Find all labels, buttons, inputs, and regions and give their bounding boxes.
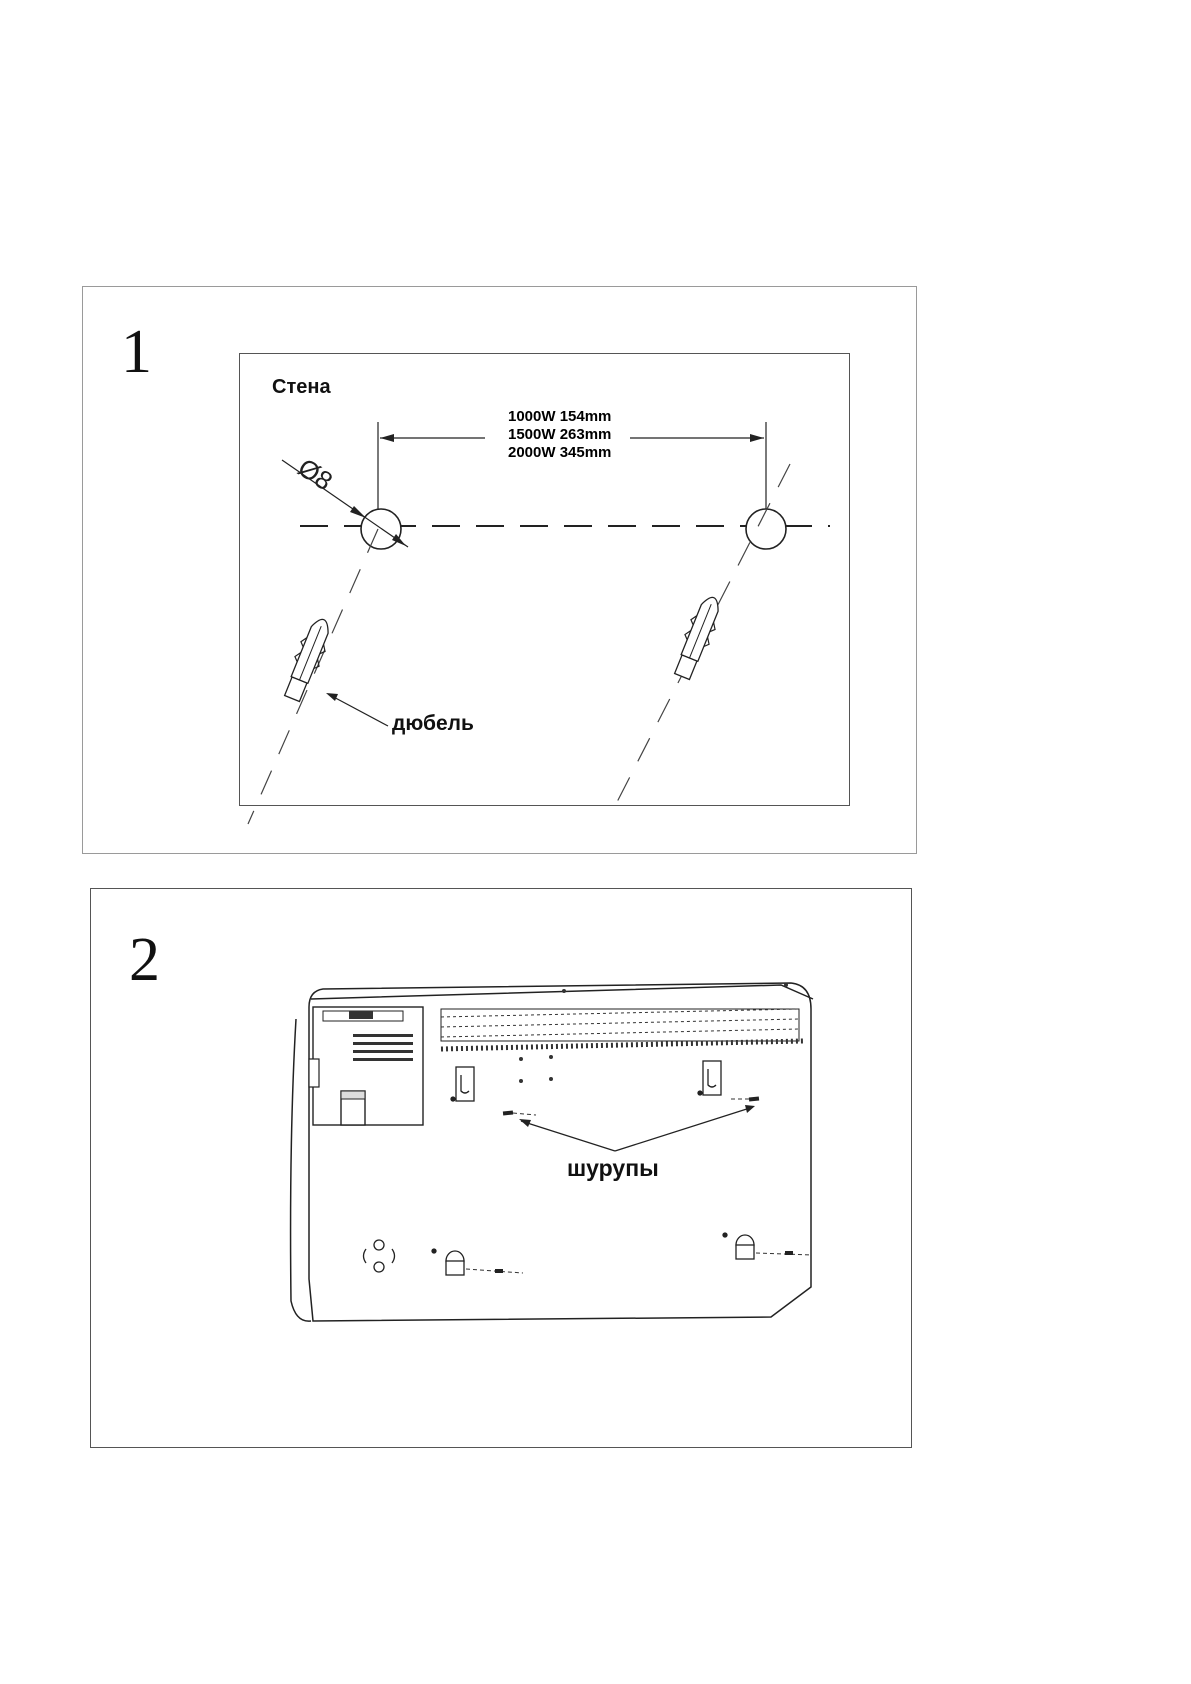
hook-right-icon bbox=[697, 1060, 722, 1096]
stand-dash-left bbox=[465, 1268, 524, 1274]
dimension-line bbox=[377, 422, 767, 524]
wall-label: Стена bbox=[272, 376, 331, 398]
heater-back-drawing bbox=[289, 982, 814, 1322]
wall-diagram: Стена 1000W 154mm 1500W 263mm 2000W 345m… bbox=[239, 353, 850, 825]
stand-left-icon bbox=[431, 1248, 465, 1276]
screw-dash-left bbox=[512, 1112, 537, 1116]
dowel-leader-line bbox=[327, 693, 389, 727]
dimension-1500w: 1500W 263mm bbox=[508, 426, 612, 443]
dowel-leader-arrow-icon bbox=[326, 693, 338, 701]
stand-right-icon bbox=[722, 1232, 755, 1260]
step-1-panel: 1 Стена 1000W 154mm 1500W 263mm 2000W 34… bbox=[82, 286, 917, 854]
dimension-2000w: 2000W 345mm bbox=[508, 444, 612, 461]
step-1-number: 1 bbox=[121, 318, 152, 386]
hook-left-icon bbox=[450, 1066, 475, 1102]
slot-row bbox=[440, 1038, 804, 1052]
screw-top-right-icon bbox=[748, 1096, 760, 1102]
dowel-right-icon bbox=[673, 596, 719, 681]
step-2-panel: 2 bbox=[90, 888, 912, 1448]
screw-bottom-right-icon bbox=[785, 1251, 793, 1255]
screws-leader-right-arrow-icon bbox=[745, 1105, 755, 1113]
dowel-label: дюбель bbox=[392, 712, 474, 735]
screws-leader-left-arrow-icon bbox=[519, 1119, 531, 1127]
arrow-left-icon bbox=[380, 434, 394, 442]
knob-icon bbox=[362, 1239, 396, 1273]
dowel-left-icon bbox=[283, 618, 329, 703]
arrow-right-icon bbox=[750, 434, 764, 442]
dimension-1000w: 1000W 154mm bbox=[508, 408, 612, 425]
screws-leader bbox=[520, 1106, 754, 1152]
step-2-number: 2 bbox=[129, 926, 160, 994]
mount-holes bbox=[519, 983, 788, 1083]
diameter-label: Ø8 bbox=[293, 452, 339, 496]
stand-dash-right bbox=[755, 1252, 812, 1256]
heater-body bbox=[289, 982, 814, 1322]
spacing-dimensions: 1000W 154mm 1500W 263mm 2000W 345mm bbox=[508, 408, 611, 462]
top-vent-grille bbox=[440, 1008, 800, 1042]
wall-drawing: Ø8 bbox=[247, 422, 830, 825]
screw-top-left-icon bbox=[502, 1110, 514, 1116]
screws-label: шурупы bbox=[567, 1155, 659, 1181]
hole-right-icon bbox=[745, 508, 787, 550]
control-box bbox=[308, 1006, 424, 1126]
screw-bottom-left-icon bbox=[495, 1269, 503, 1273]
